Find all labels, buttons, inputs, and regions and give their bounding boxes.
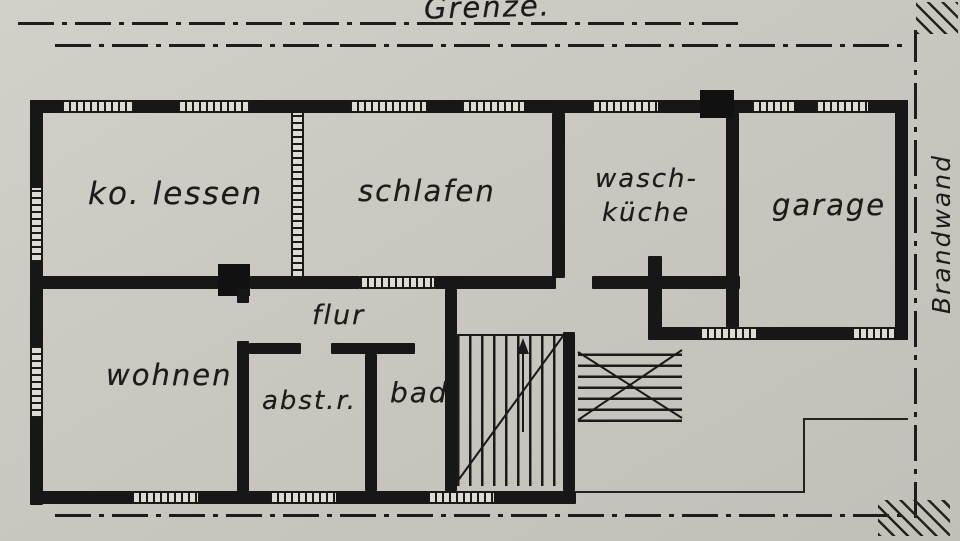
wall-schlafen-waschkueche xyxy=(552,113,565,278)
staircase-main xyxy=(457,334,563,486)
thin-line-bottom xyxy=(575,491,805,493)
window-marker xyxy=(700,327,756,340)
room-label-schlafen: schlafen xyxy=(358,174,496,208)
window-marker xyxy=(132,491,198,504)
wall-stairhall-east-block xyxy=(648,256,662,340)
wall-divider-seg1 xyxy=(30,276,220,289)
room-label-wohnen: wohnen xyxy=(106,358,233,392)
wall-abstellraum-bad xyxy=(365,354,377,491)
wall-divider-seg2 xyxy=(250,276,360,289)
wall-bad-stairs xyxy=(445,289,457,491)
window-marker xyxy=(592,100,658,113)
window-marker xyxy=(270,491,336,504)
boundary-line-grenze xyxy=(18,22,740,25)
thin-line-notch-vertical xyxy=(803,418,805,493)
window-marker xyxy=(852,327,894,340)
wall-exterior-left xyxy=(30,100,43,505)
wall-flur-south-seg2 xyxy=(331,343,415,354)
room-label-kochen-essen: ko. lessen xyxy=(88,176,264,212)
site-line-upper xyxy=(55,44,907,47)
wall-stairs-east xyxy=(563,332,575,491)
wall-exterior-right-garage xyxy=(895,100,908,340)
room-label-flur: flur xyxy=(312,300,366,331)
window-marker xyxy=(360,276,434,289)
partition-kochen-schlafen xyxy=(291,113,304,278)
wall-flur-south-seg1 xyxy=(249,343,301,354)
wall-wohnen-east-lower xyxy=(237,341,249,493)
grenze-label: Grenze. xyxy=(423,0,552,26)
room-label-abstellraum: abst.r. xyxy=(262,386,358,416)
window-marker xyxy=(428,491,494,504)
window-marker xyxy=(30,188,43,262)
window-marker xyxy=(178,100,250,113)
window-marker xyxy=(30,346,43,418)
corner-hatching-bottom-right xyxy=(878,500,950,536)
wall-house-east xyxy=(726,113,739,340)
room-label-waschkueche-line1: wasch- xyxy=(595,164,698,194)
chimney-block-top xyxy=(700,90,734,118)
window-marker xyxy=(462,100,524,113)
wall-wohnen-east-upper xyxy=(237,289,249,303)
thin-line-notch-horizontal xyxy=(803,418,908,420)
window-marker xyxy=(752,100,794,113)
wall-divider-seg3 xyxy=(434,276,556,289)
room-label-garage: garage xyxy=(772,188,887,222)
window-marker xyxy=(62,100,134,113)
corner-hatching-top-right xyxy=(916,2,958,34)
room-label-waschkueche-line2: küche xyxy=(602,198,691,228)
site-line-lower xyxy=(55,514,907,517)
brandwand-label: Brandwand xyxy=(927,154,956,314)
window-marker xyxy=(816,100,868,113)
room-label-bad: bad xyxy=(390,376,449,409)
boundary-line-brandwand xyxy=(914,30,917,518)
wall-divider-seg4 xyxy=(592,276,740,289)
window-marker xyxy=(350,100,426,113)
staircase-exterior xyxy=(578,348,682,422)
